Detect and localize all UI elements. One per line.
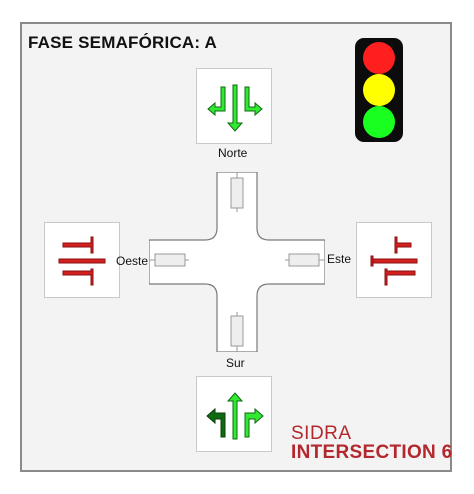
west-movement-tile[interactable] xyxy=(44,222,120,298)
yellow-lamp xyxy=(363,74,395,106)
east-movement-tile[interactable] xyxy=(356,222,432,298)
north-movement-tile[interactable] xyxy=(196,68,272,144)
north-arrows-icon xyxy=(207,84,263,132)
traffic-light xyxy=(355,38,403,142)
red-lamp xyxy=(363,42,395,74)
sidra-logo: SIDRA INTERSECTION 6 xyxy=(291,424,453,462)
east-arrows-icon xyxy=(370,236,418,286)
west-label: Oeste xyxy=(116,254,149,268)
intersection-map xyxy=(149,172,325,352)
south-label: Sur xyxy=(226,356,245,370)
phase-title: FASE SEMAFÓRICA: A xyxy=(28,33,218,52)
east-label: Este xyxy=(327,252,352,266)
brand-line2: INTERSECTION 6 xyxy=(291,442,453,463)
brand-line1: SIDRA xyxy=(291,423,352,444)
south-movement-tile[interactable] xyxy=(196,376,272,452)
north-label: Norte xyxy=(218,146,248,160)
west-arrows-icon xyxy=(58,236,106,286)
south-arrows-icon xyxy=(206,392,264,440)
green-lamp xyxy=(363,106,395,138)
